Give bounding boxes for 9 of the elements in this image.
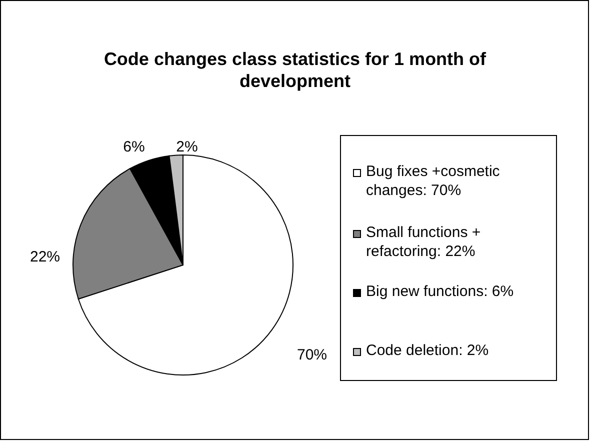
data-label: 6% [123,138,145,156]
data-label: 2% [176,138,198,156]
data-label: 22% [30,248,60,266]
chart-title: Code changes class statistics for 1 month of development [102,48,488,92]
data-label: 70% [296,346,328,364]
legend-label: Small functions + refactoring: 22% [365,223,482,261]
legend-label: Code deletion: 2% [365,341,490,360]
legend-label: Big new functions: 6% [365,282,515,301]
legend-label: Bug fixes +cosmetic changes: 70% [365,162,501,200]
